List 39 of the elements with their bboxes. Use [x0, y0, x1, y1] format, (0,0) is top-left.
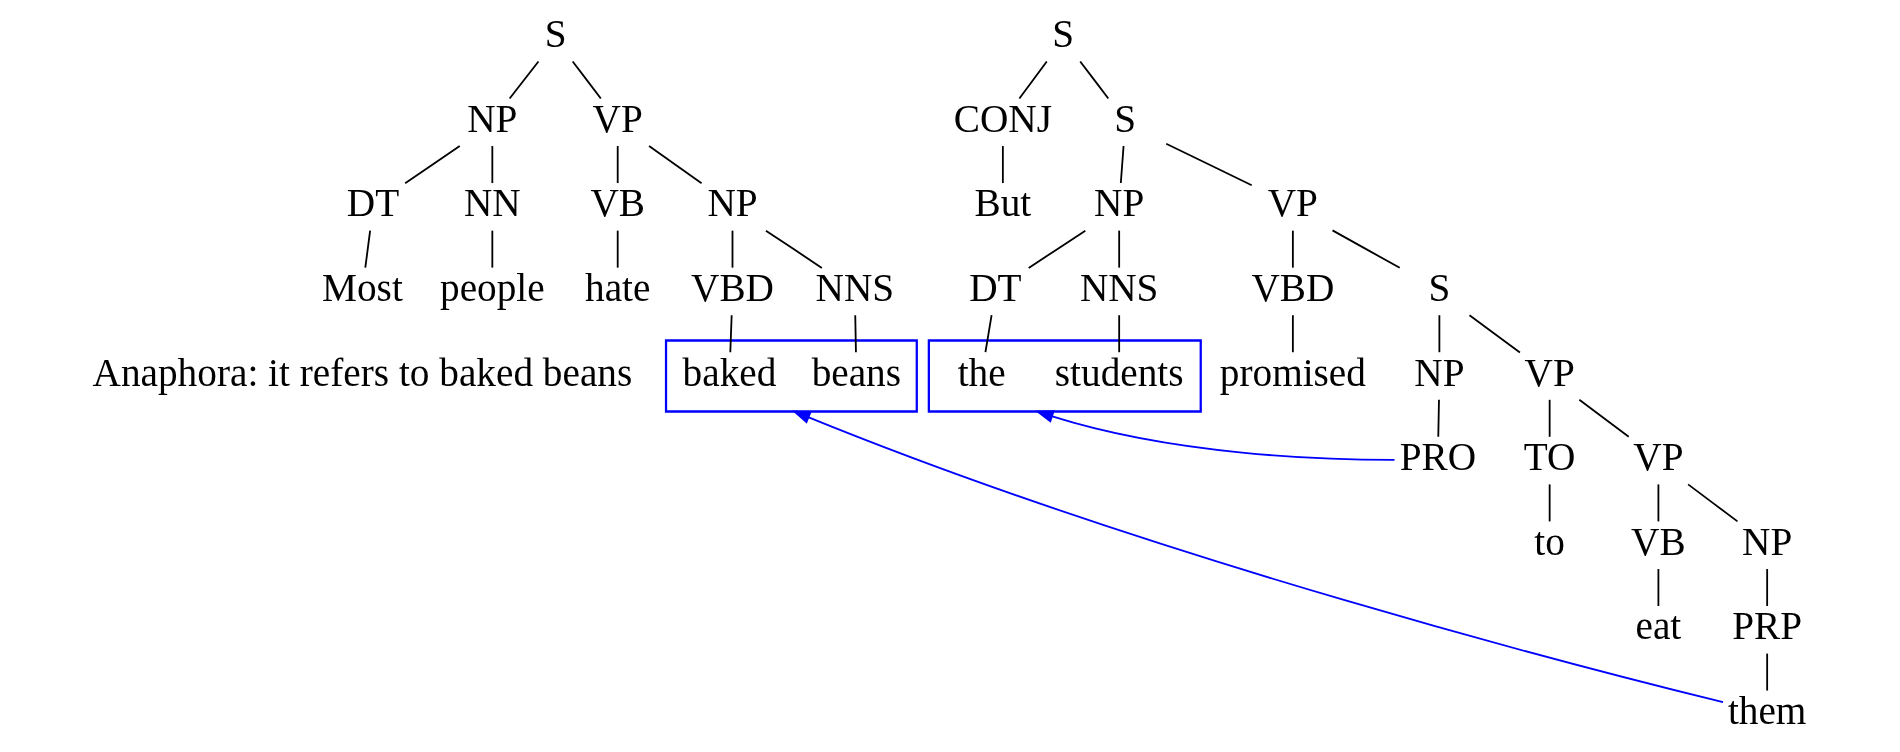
- node-text: the: [957, 350, 1006, 394]
- node-text: VBD: [1251, 265, 1335, 309]
- node-text: S: [544, 12, 567, 56]
- node-text: promised: [1219, 350, 1366, 394]
- node-text: baked: [682, 350, 777, 394]
- node-text: VB: [590, 181, 645, 225]
- node-text: TO: [1523, 435, 1576, 479]
- node-text: hate: [585, 265, 651, 309]
- node-text: people: [440, 265, 545, 309]
- node-text: But: [974, 181, 1032, 225]
- node-text: to: [1534, 519, 1565, 563]
- node-text: VP: [1633, 435, 1684, 479]
- node-text: S: [1052, 12, 1075, 56]
- node-text: beans: [811, 350, 902, 394]
- node-text: NP: [707, 181, 758, 225]
- node-text: NNS: [1079, 265, 1159, 309]
- node-text: students: [1054, 350, 1184, 394]
- node-text: DT: [969, 265, 1022, 309]
- node-text: eat: [1635, 604, 1682, 648]
- node-text: S: [1428, 265, 1451, 309]
- node-text: VP: [1267, 181, 1318, 225]
- node-text: NP: [467, 96, 518, 140]
- node-text: NP: [1094, 181, 1145, 225]
- node-text: NN: [463, 181, 521, 225]
- node-text: VB: [1631, 519, 1686, 563]
- node-text: CONJ: [953, 96, 1052, 140]
- node-text: NNS: [815, 265, 895, 309]
- label: Anaphora: it refers to baked beans: [92, 350, 633, 394]
- node-text: VP: [592, 96, 643, 140]
- node-text: PRO: [1399, 435, 1477, 479]
- node-text: VP: [1524, 350, 1575, 394]
- node-text: them: [1727, 688, 1807, 732]
- node-text: DT: [346, 181, 400, 225]
- node-text: NP: [1414, 350, 1465, 394]
- node-text: Most: [322, 265, 403, 309]
- node-text: S: [1114, 96, 1137, 140]
- node-text: NP: [1742, 519, 1793, 563]
- node-text: VBD: [691, 265, 774, 309]
- node-text: PRP: [1732, 604, 1803, 648]
